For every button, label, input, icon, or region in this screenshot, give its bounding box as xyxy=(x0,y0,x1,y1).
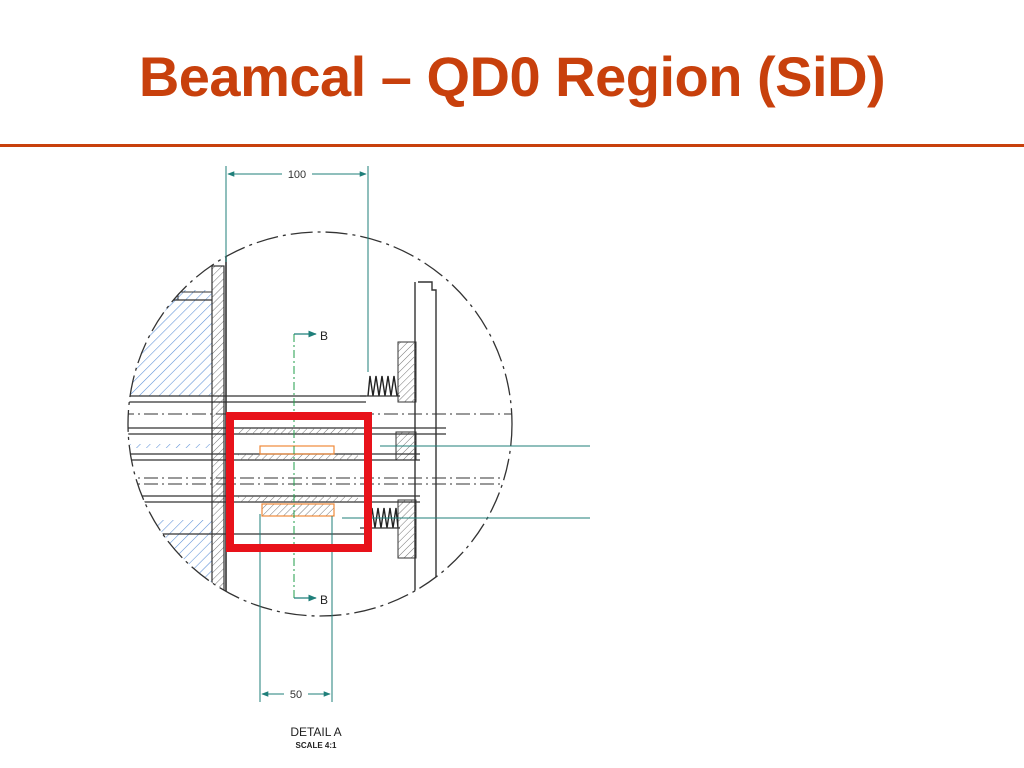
slide-title: Beamcal – QD0 Region (SiD) xyxy=(138,45,886,108)
flange-bottom xyxy=(397,499,417,559)
bellows-upper xyxy=(367,375,398,397)
beamcal-hatch-upper xyxy=(128,290,212,396)
detail-title: DETAIL A xyxy=(290,725,341,739)
title-rule xyxy=(0,144,1024,147)
highlight-box xyxy=(226,412,372,552)
center-lines xyxy=(128,413,512,485)
dimension-top-label: 100 xyxy=(288,169,306,181)
right-structure xyxy=(418,281,437,610)
dimension-bottom xyxy=(259,514,333,702)
section-marker-bottom: B xyxy=(320,593,328,607)
support-plate xyxy=(211,265,225,597)
beamcal-hatch-lower xyxy=(128,520,212,616)
bellows-lower xyxy=(369,507,399,529)
dimension-bottom-label: 50 xyxy=(290,689,302,701)
detail-scale: SCALE 4:1 xyxy=(296,741,337,750)
section-marker-top: B xyxy=(320,329,328,343)
detail-contents xyxy=(128,240,512,616)
orange-part-lower xyxy=(261,503,335,517)
detail-circle xyxy=(127,231,513,617)
orange-part-upper xyxy=(259,445,335,455)
dimension-top xyxy=(225,166,369,372)
flange-top xyxy=(397,341,417,403)
